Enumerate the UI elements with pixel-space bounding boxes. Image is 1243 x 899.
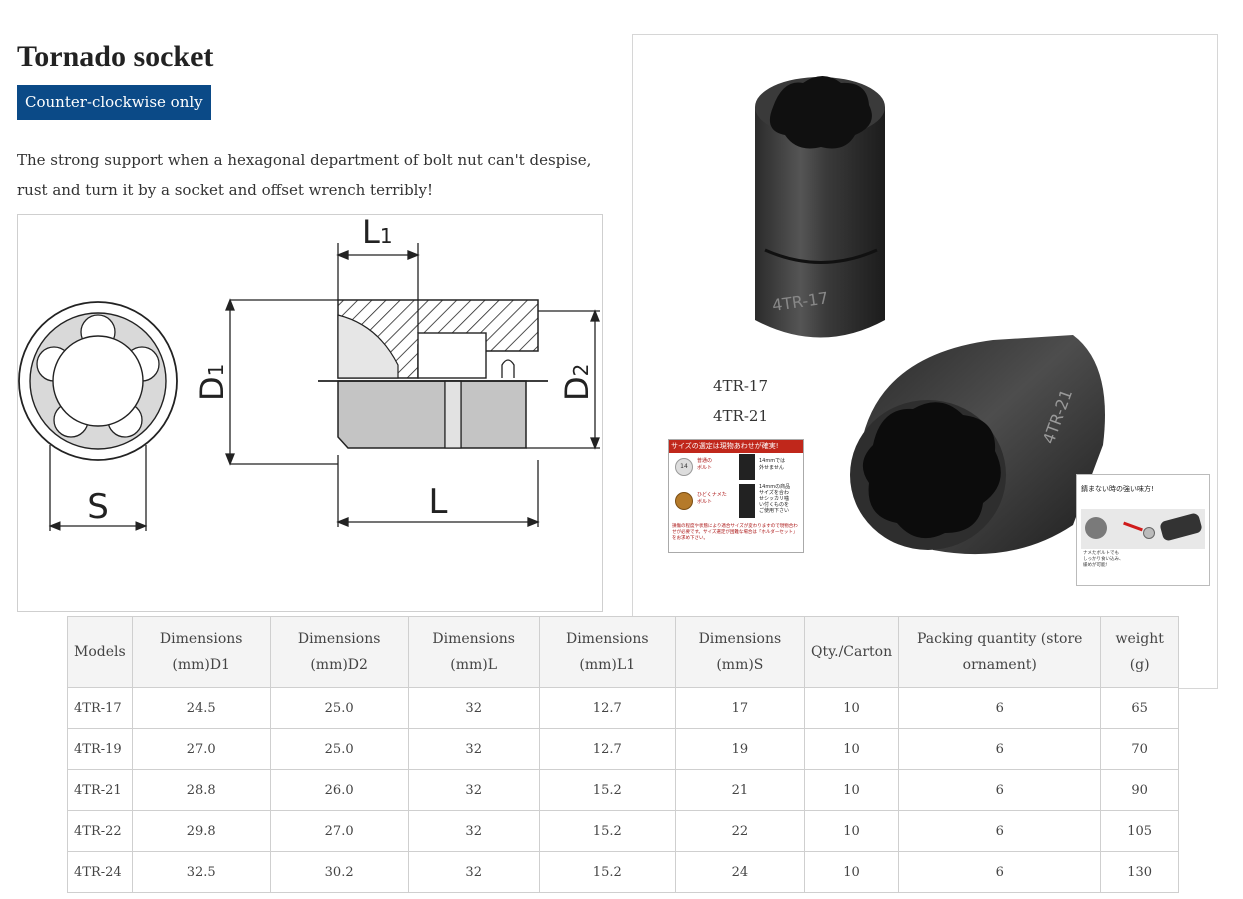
- cell-d2: 25.0: [269, 728, 409, 770]
- cell-packing: 6: [898, 728, 1102, 770]
- header-packing-quantity: Packing quantity (store ornament): [898, 616, 1102, 688]
- socket-4tr-17-image: 4TR-17: [755, 76, 885, 338]
- table-row: 4TR-19 27.0 25.0 32 12.7 19 10 6 70: [67, 728, 1179, 770]
- socket-icon-2: [739, 484, 755, 518]
- cell-l: 32: [407, 769, 540, 811]
- label-l1: L1: [362, 215, 393, 251]
- header-models: Models: [67, 616, 133, 688]
- cell-model: 4TR-24: [67, 851, 133, 893]
- header-l: Dimensions (mm)L: [407, 616, 540, 688]
- cell-s: 24: [674, 851, 805, 893]
- cell-packing: 6: [898, 851, 1102, 893]
- cell-model: 4TR-22: [67, 810, 133, 852]
- size-card-footer: 損傷の程度や状態により適合サイズが変わりますので現物合わせが必要です。サイズ選定…: [672, 524, 798, 541]
- cell-l1: 15.2: [538, 769, 676, 811]
- cell-model: 4TR-21: [67, 769, 133, 811]
- cell-d1: 32.5: [131, 851, 271, 893]
- label-d1: D1: [193, 364, 231, 401]
- socket-photo: 4TR-17 4TR-21: [755, 76, 1105, 555]
- cell-l1: 15.2: [538, 810, 676, 852]
- usage-card-note: ナメたボルトでも しっかり食い込み、 緩めが可能!: [1083, 551, 1124, 568]
- header-qty-carton: Qty./Carton: [803, 616, 900, 688]
- cell-l: 32: [407, 687, 540, 729]
- rusted-bolt-icon: [675, 492, 693, 510]
- cell-weight: 65: [1100, 687, 1179, 729]
- label-s: S: [87, 487, 109, 527]
- header-s: Dimensions (mm)S: [674, 616, 805, 688]
- size-selection-card: サイズの選定は現物あわせが確実! 14 普通の ボルト 14mmでは 外せません…: [668, 439, 804, 553]
- cell-model: 4TR-19: [67, 728, 133, 770]
- header-d2: Dimensions (mm)D2: [269, 616, 409, 688]
- model-label-4tr-17: 4TR-17: [713, 377, 768, 395]
- cell-l: 32: [407, 851, 540, 893]
- cell-l1: 12.7: [538, 687, 676, 729]
- bolt-14-icon: 14: [675, 458, 693, 476]
- cell-qty: 10: [803, 687, 900, 729]
- header-d1: Dimensions (mm)D1: [131, 616, 271, 688]
- stripped-bolt-label: ひどくナメた ボルト: [697, 492, 727, 505]
- dimension-diagram: S: [17, 213, 603, 612]
- cell-qty: 10: [803, 769, 900, 811]
- row2-note: 14mmの商品 サイズを合わ せシッカリ噛 い付くものを ご使用下さい: [759, 484, 791, 514]
- cell-weight: 90: [1100, 769, 1179, 811]
- socket-4tr-21-image: 4TR-21: [850, 335, 1105, 555]
- direction-badge: Counter-clockwise only: [17, 85, 211, 120]
- cell-d1: 27.0: [131, 728, 271, 770]
- cell-s: 17: [674, 687, 805, 729]
- cell-d2: 30.2: [269, 851, 409, 893]
- cell-packing: 6: [898, 687, 1102, 729]
- cell-d1: 29.8: [131, 810, 271, 852]
- cell-qty: 10: [803, 810, 900, 852]
- product-description: The strong support when a hexagonal depa…: [17, 151, 592, 199]
- row1-note: 14mmでは 外せません: [759, 458, 786, 471]
- cell-s: 22: [674, 810, 805, 852]
- socket-side-view: [318, 299, 548, 449]
- label-l: L: [429, 482, 448, 522]
- table-row: 4TR-22 29.8 27.0 32 15.2 22 10 6 105: [67, 810, 1179, 852]
- cell-s: 19: [674, 728, 805, 770]
- usage-card: 錆まない時の強い味方! ナメたボルトでも しっかり食い込み、 緩めが可能!: [1076, 474, 1210, 586]
- cell-packing: 6: [898, 810, 1102, 852]
- cell-weight: 130: [1100, 851, 1179, 893]
- cell-qty: 10: [803, 728, 900, 770]
- dimension-drawing: S: [18, 213, 600, 531]
- cell-packing: 6: [898, 769, 1102, 811]
- cell-d1: 28.8: [131, 769, 271, 811]
- table-row: 4TR-21 28.8 26.0 32 15.2 21 10 6 90: [67, 769, 1179, 811]
- cell-l1: 12.7: [538, 728, 676, 770]
- cell-d2: 26.0: [269, 769, 409, 811]
- cell-l: 32: [407, 810, 540, 852]
- cell-l: 32: [407, 728, 540, 770]
- table-row: 4TR-17 24.5 25.0 32 12.7 17 10 6 65: [67, 687, 1179, 729]
- cell-qty: 10: [803, 851, 900, 893]
- product-photo: 4TR-17 4TR-21 4TR-17 4TR-21 サイズの選定は現物あわせ…: [632, 34, 1218, 689]
- cell-l1: 15.2: [538, 851, 676, 893]
- dimension-lines: [225, 243, 600, 527]
- model-label-4tr-21: 4TR-21: [713, 407, 768, 425]
- table-row: 4TR-24 32.5 30.2 32 15.2 24 10 6 130: [67, 851, 1179, 893]
- cell-weight: 70: [1100, 728, 1179, 770]
- usage-card-heading: 錆まない時の強い味方!: [1081, 485, 1154, 493]
- size-card-heading: サイズの選定は現物あわせが確実!: [669, 440, 803, 453]
- cell-model: 4TR-17: [67, 687, 133, 729]
- socket-icon: [739, 454, 755, 480]
- table-header-row: Models Dimensions (mm)D1 Dimensions (mm)…: [67, 616, 1179, 688]
- cell-d2: 27.0: [269, 810, 409, 852]
- header-l1: Dimensions (mm)L1: [538, 616, 676, 688]
- spec-table: Models Dimensions (mm)D1 Dimensions (mm)…: [67, 616, 1179, 893]
- normal-bolt-label: 普通の ボルト: [697, 458, 713, 471]
- cell-weight: 105: [1100, 810, 1179, 852]
- header-weight: weight (g): [1100, 616, 1179, 688]
- cell-d1: 24.5: [131, 687, 271, 729]
- socket-end-view: [18, 301, 178, 531]
- label-d2: D2: [558, 364, 596, 401]
- cell-s: 21: [674, 769, 805, 811]
- page-title: Tornado socket: [17, 40, 214, 73]
- cell-d2: 25.0: [269, 687, 409, 729]
- usage-photo: [1081, 509, 1205, 549]
